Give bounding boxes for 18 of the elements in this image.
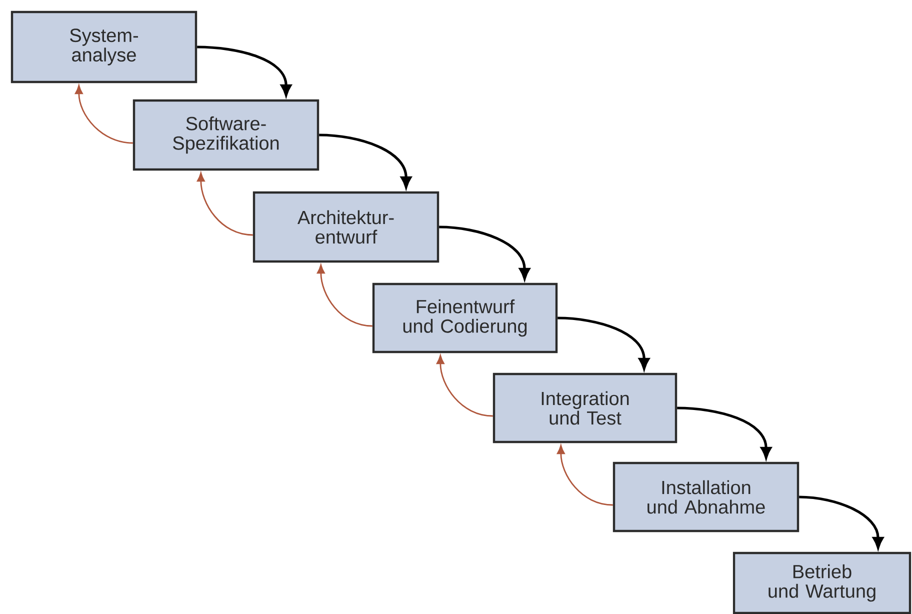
arrow [319, 134, 412, 188]
arrow [196, 172, 253, 236]
arrow [558, 316, 650, 370]
arrow [436, 355, 493, 417]
process-box: System- analyse [10, 10, 198, 84]
arrow [677, 406, 772, 459]
process-box: Software- Spezifikation [132, 99, 320, 171]
process-box: Betrieb und Wartung [732, 552, 912, 614]
process-box: Integration und Test [492, 372, 678, 444]
process-box: Feinentwurf und Codierung [372, 282, 558, 354]
arrow [556, 445, 613, 506]
process-box: Architektur- entwurf [252, 191, 440, 263]
arrow [799, 496, 884, 549]
arrow [316, 264, 372, 327]
process-box: Installation und Abnahme [612, 462, 800, 532]
arrow [74, 85, 133, 144]
arrow [439, 226, 530, 280]
arrow [197, 46, 292, 96]
